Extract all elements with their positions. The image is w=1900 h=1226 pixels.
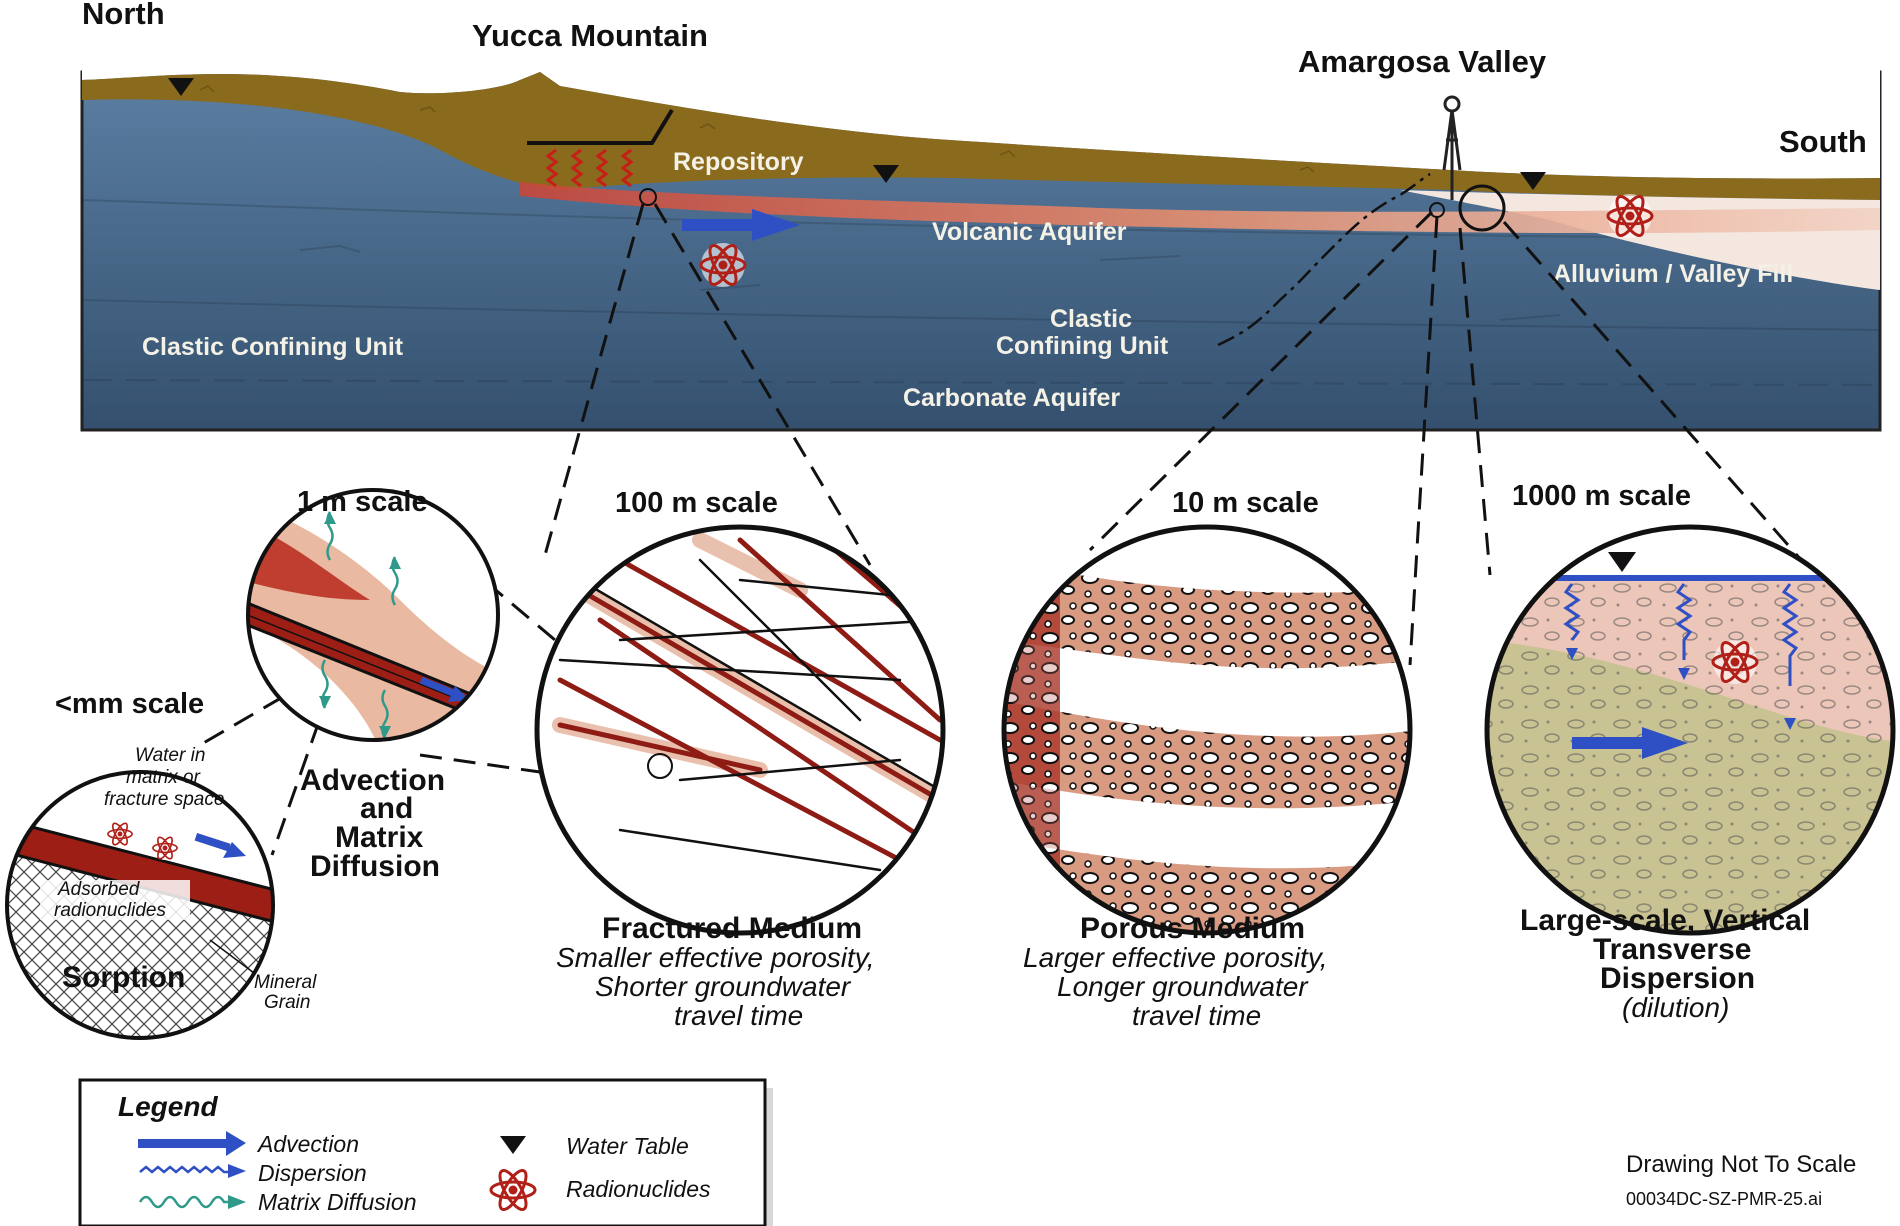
one-m-scale-label: 1 m scale <box>297 486 428 518</box>
water-table-marker-inset <box>1608 552 1636 572</box>
advection-caption-4: Diffusion <box>310 850 440 883</box>
legend-advection-label: Advection <box>256 1131 359 1157</box>
plume-layer <box>520 182 1880 234</box>
well-rig <box>1442 95 1462 200</box>
surface-layer <box>82 72 1880 200</box>
plume-sample-circle <box>1458 184 1506 232</box>
legend-matrix-diffusion-label: Matrix Diffusion <box>258 1189 416 1215</box>
advection-caption-2: and <box>360 792 413 825</box>
thousand-m-scale-inset: 1000 m scale Large-scale, Vertical Trans… <box>1484 480 1896 1023</box>
porous-medium-line-2: Longer groundwater <box>1057 971 1309 1002</box>
large-scale-caption-1: Large-scale, Vertical <box>1520 904 1810 937</box>
advection-caption-3: Matrix <box>335 821 424 854</box>
clastic-confining-unit-left-label: Clastic Confining Unit <box>142 333 404 361</box>
cross-section: North South Yucca Mountain Amargosa Vall… <box>80 0 1882 432</box>
fractured-medium-line-1: Smaller effective porosity, <box>556 942 875 973</box>
volcanic-aquifer-label: Volcanic Aquifer <box>932 218 1127 246</box>
large-scale-caption-2: Transverse <box>1593 933 1751 966</box>
mineral-grain-caption-1: Mineral <box>254 972 317 993</box>
mineral-grain-caption-2: Grain <box>264 992 310 1013</box>
not-to-scale-note: Drawing Not To Scale <box>1626 1151 1856 1178</box>
mm-scale-label: <mm scale <box>55 688 204 720</box>
large-scale-caption-4: (dilution) <box>1622 992 1729 1023</box>
water-table-marker-north <box>168 78 194 96</box>
legend-matrix-diffusion-swatch <box>138 1195 246 1209</box>
repository-label: Repository <box>673 148 804 176</box>
ten-m-scale-label: 10 m scale <box>1172 487 1319 519</box>
alluvium-label: Alluvium / Valley Fill <box>1553 260 1793 288</box>
drawing-id-note: 00034DC-SZ-PMR-25.ai <box>1626 1189 1822 1209</box>
legend-water-table-label: Water Table <box>566 1133 689 1159</box>
carbonate-aquifer-label: Carbonate Aquifer <box>903 384 1120 412</box>
yucca-mountain-label: Yucca Mountain <box>472 18 708 53</box>
clastic-confining-unit-mid-label-1: Clastic <box>1050 305 1132 333</box>
contact-uncertainty-line <box>1217 172 1431 347</box>
north-label: North <box>82 0 165 31</box>
amargosa-valley-label: Amargosa Valley <box>1298 44 1547 79</box>
one-m-scale-inset: 1 m scale Advection and Matrix Diffusion <box>246 486 500 883</box>
water-table-marker-south <box>1520 172 1546 190</box>
legend-title: Legend <box>118 1091 218 1122</box>
mm-scale-inset: <mm scale Water in matrix or fracture sp… <box>5 688 317 1040</box>
thousand-m-scale-label: 1000 m scale <box>1512 480 1691 512</box>
large-scale-caption-3: Dispersion <box>1600 962 1755 995</box>
fractured-medium-line-2: Shorter groundwater <box>595 971 852 1002</box>
south-label: South <box>1779 124 1867 159</box>
adsorbed-caption-1: Adsorbed <box>57 879 141 900</box>
advection-caption-1: Advection <box>300 764 445 797</box>
legend-dispersion-swatch <box>139 1164 246 1178</box>
ten-m-scale-inset: 10 m scale Porous Medium Larger effectiv… <box>1001 487 1413 1031</box>
porous-medium-line-1: Larger effective porosity, <box>1023 942 1328 973</box>
legend-advection-swatch <box>138 1131 246 1156</box>
adsorbed-caption-2: radionuclides <box>54 900 166 921</box>
legend-radionuclides-label: Radionuclides <box>566 1176 711 1202</box>
porous-medium-line-3: travel time <box>1132 1000 1261 1031</box>
hundred-m-scale-label: 100 m scale <box>615 487 778 519</box>
water-in-caption-3: fracture space <box>104 789 224 810</box>
zoom-connectors <box>199 203 1812 856</box>
fractured-medium-line-3: travel time <box>674 1000 803 1031</box>
repository-dispersion-zigzags <box>545 148 634 188</box>
legend-water-table-icon <box>500 1136 526 1154</box>
water-table-marker-central <box>873 165 899 183</box>
water-in-caption-2: matrix or <box>126 767 201 788</box>
legend: Legend Advection Dispersion Matrix Diffu… <box>78 1078 773 1226</box>
hundred-m-scale-inset: 100 m scale Fractured Medium Smaller eff… <box>534 487 946 1031</box>
repository-drift <box>527 108 674 145</box>
fractured-medium-title: Fractured Medium <box>602 912 862 945</box>
sorption-caption: Sorption <box>62 961 185 994</box>
water-in-caption-1: Water in <box>135 745 205 766</box>
porous-medium-title: Porous Medium <box>1080 912 1305 945</box>
advection-arrow-aquifer <box>682 209 800 241</box>
legend-dispersion-label: Dispersion <box>258 1160 367 1186</box>
clastic-confining-unit-mid-label-2: Confining Unit <box>996 332 1169 360</box>
sky <box>82 60 1880 179</box>
